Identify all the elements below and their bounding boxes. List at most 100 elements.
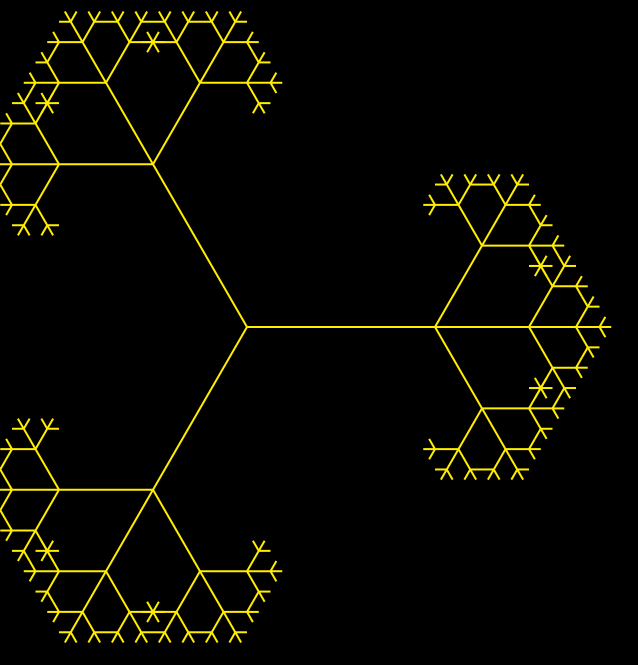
branch-segment <box>257 51 266 63</box>
branch-segment <box>34 448 60 491</box>
branch-segment <box>5 438 13 450</box>
branch-segment <box>52 41 60 53</box>
branch-segment <box>492 173 501 186</box>
branch-segment <box>551 407 560 420</box>
branch-segment <box>22 204 37 226</box>
branch-segment <box>111 11 119 23</box>
branch-segment <box>163 11 172 23</box>
branch-segment <box>34 530 49 552</box>
branch-segment <box>440 468 448 481</box>
branch-segment <box>487 468 495 481</box>
branch-segment <box>563 387 571 399</box>
branch-segment <box>134 11 143 23</box>
branch-segment <box>134 631 143 643</box>
branch-segment <box>140 631 148 643</box>
branch-segment <box>598 326 607 338</box>
branch-segment <box>34 122 60 165</box>
branch-segment <box>445 173 454 186</box>
branch-segment <box>199 570 225 613</box>
branch-segment <box>428 448 436 460</box>
branch-segment <box>93 631 101 643</box>
branch-segment <box>34 204 49 226</box>
branch-segment <box>152 601 160 613</box>
branch-segment <box>539 214 548 226</box>
branch-segment <box>46 591 54 603</box>
branch-segment <box>116 631 125 643</box>
branch-segment <box>445 184 460 206</box>
branch-segment <box>528 285 554 328</box>
branch-segment <box>163 631 172 643</box>
branch-segment <box>22 224 31 236</box>
branch-segment <box>434 245 483 328</box>
branch-segment <box>87 11 96 23</box>
branch-segment <box>0 489 13 511</box>
branch-segment <box>463 468 472 481</box>
branch-segment <box>492 468 501 481</box>
branch-segment <box>0 133 7 145</box>
branch-segment <box>428 194 436 206</box>
branch-segment <box>516 173 524 186</box>
branch-segment <box>269 560 278 572</box>
branch-segment <box>46 92 54 104</box>
branch-segment <box>187 631 195 643</box>
branch-segment <box>0 468 13 491</box>
branch-segment <box>46 51 54 63</box>
branch-segment <box>210 611 225 633</box>
branch-segment <box>528 245 542 267</box>
branch-segment <box>17 418 25 430</box>
branch-segment <box>457 448 472 470</box>
branch-segment <box>528 194 536 206</box>
branch-segment <box>146 41 154 53</box>
branch-segment <box>140 11 148 23</box>
branch-segment <box>575 285 583 297</box>
branch-segment <box>46 224 54 236</box>
branch-segment <box>205 11 213 23</box>
branch-segment <box>0 143 13 165</box>
branch-segment <box>64 11 72 23</box>
branch-segment <box>551 265 566 287</box>
branch-segment <box>581 295 589 308</box>
branch-segment <box>28 560 37 572</box>
branch-segment <box>105 570 131 613</box>
branch-segment <box>539 377 548 389</box>
branch-segment <box>504 184 519 206</box>
branch-segment <box>5 122 13 135</box>
branch-segment <box>152 41 160 53</box>
branch-segment <box>22 550 31 562</box>
branch-segment <box>246 570 260 593</box>
branch-segment <box>105 489 154 572</box>
branch-segment <box>34 489 60 532</box>
branch-segment <box>586 346 595 359</box>
branch-segment <box>492 184 507 206</box>
branch-segment <box>539 265 548 277</box>
fractal-branches <box>0 11 612 643</box>
branch-segment <box>269 570 278 582</box>
branch-segment <box>46 61 60 84</box>
branch-segment <box>0 509 7 521</box>
branch-segment <box>528 438 536 450</box>
branch-segment <box>163 21 178 43</box>
branch-segment <box>5 448 13 460</box>
branch-segment <box>52 601 60 613</box>
branch-segment <box>469 173 477 186</box>
branch-segment <box>81 21 96 43</box>
branch-segment <box>0 184 7 196</box>
branch-segment <box>222 611 237 633</box>
branch-segment <box>175 41 201 84</box>
branch-segment <box>551 397 560 409</box>
branch-segment <box>205 631 213 643</box>
branch-segment <box>528 448 536 460</box>
branch-segment <box>269 82 278 94</box>
branch-segment <box>210 631 219 643</box>
branch-segment <box>152 326 248 491</box>
branch-segment <box>34 102 49 124</box>
branch-segment <box>5 204 13 216</box>
branch-segment <box>34 428 49 450</box>
branch-segment <box>187 11 195 23</box>
branch-segment <box>246 61 260 84</box>
branch-segment <box>557 387 566 399</box>
branch-segment <box>22 428 37 450</box>
